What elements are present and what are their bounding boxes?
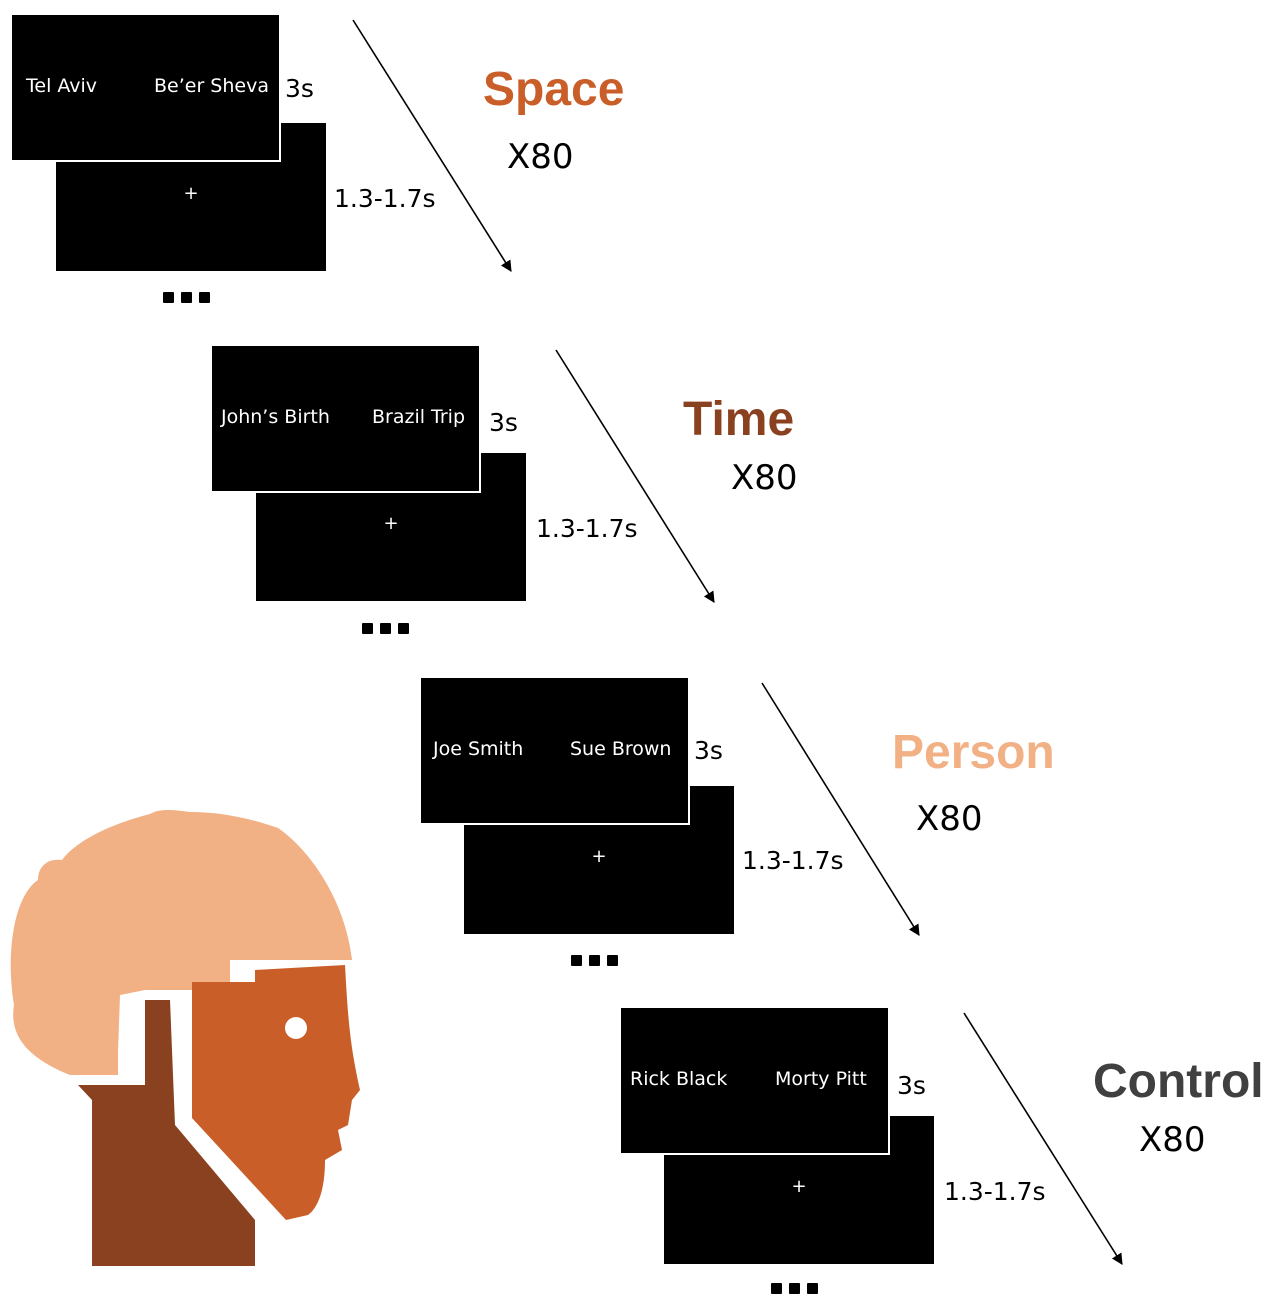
word-right: Brazil Trip	[372, 406, 466, 428]
repetition-count: X80	[731, 458, 798, 498]
word-pair-screen: Rick Black Morty Pitt	[619, 1006, 890, 1155]
condition-title: Space	[483, 63, 625, 116]
word-duration: 3s	[489, 408, 518, 437]
head-profile-icon	[10, 810, 360, 1266]
fixation-cross: +	[383, 513, 399, 534]
repetition-count: X80	[507, 137, 574, 177]
brain-cap-shape	[10, 810, 353, 1075]
control-arrow	[963, 1012, 1123, 1265]
word-right: Sue Brown	[570, 738, 672, 760]
word-left: Rick Black	[630, 1068, 728, 1090]
fixation-duration: 1.3-1.7s	[944, 1177, 1046, 1206]
word-pair-screen: Tel Aviv Be’er Sheva	[10, 13, 281, 162]
word-duration: 3s	[285, 74, 314, 103]
continuation-ellipsis	[771, 1283, 818, 1294]
word-duration: 3s	[897, 1071, 926, 1100]
continuation-ellipsis	[163, 292, 210, 303]
fixation-cross: +	[183, 183, 199, 204]
word-left: John’s Birth	[221, 406, 330, 428]
continuation-ellipsis	[362, 623, 409, 634]
word-pair-screen: Joe Smith Sue Brown	[419, 676, 690, 825]
time-arrow	[555, 349, 715, 603]
fixation-cross: +	[791, 1176, 807, 1197]
face-shape	[192, 965, 360, 1220]
continuation-ellipsis	[571, 955, 618, 966]
word-left: Tel Aviv	[26, 75, 98, 97]
word-right: Morty Pitt	[775, 1068, 867, 1090]
eye-shape	[285, 1017, 307, 1039]
fixation-cross: +	[591, 846, 607, 867]
condition-title: Time	[683, 393, 795, 446]
space-arrow	[352, 19, 512, 272]
repetition-count: X80	[916, 799, 983, 839]
word-left: Joe Smith	[433, 738, 524, 760]
condition-title: Control	[1093, 1055, 1264, 1108]
word-pair-screen: John’s Birth Brazil Trip	[210, 344, 481, 493]
fixation-duration: 1.3-1.7s	[742, 846, 844, 875]
neck-shape	[78, 1000, 255, 1266]
fixation-duration: 1.3-1.7s	[334, 184, 436, 213]
person-arrow	[761, 682, 920, 936]
repetition-count: X80	[1139, 1120, 1206, 1160]
word-duration: 3s	[694, 736, 723, 765]
condition-title: Person	[892, 726, 1055, 779]
fixation-duration: 1.3-1.7s	[536, 514, 638, 543]
word-right: Be’er Sheva	[154, 75, 269, 97]
